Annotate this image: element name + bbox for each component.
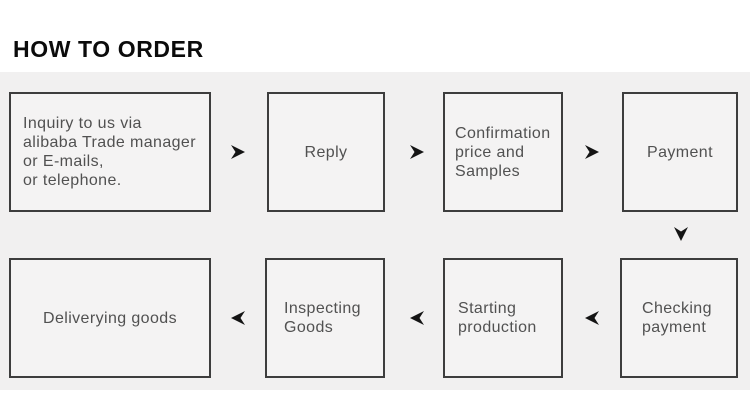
- page-title: HOW TO ORDER: [13, 36, 204, 62]
- step-inquiry-label: Inquiry to us via alibaba Trade manager …: [23, 115, 196, 189]
- step-inspecting-goods-box: Inspecting Goods: [265, 258, 385, 378]
- step-inquiry-box: Inquiry to us via alibaba Trade manager …: [9, 92, 211, 212]
- step-payment-label: Payment: [647, 143, 713, 161]
- step-starting-production-label: Starting production: [458, 300, 537, 336]
- arrow-left-icon: [584, 310, 600, 326]
- step-confirmation-label: Confirmation price and Samples: [455, 124, 551, 180]
- step-starting-production-box: Starting production: [443, 258, 563, 378]
- arrow-right-icon: [584, 144, 600, 160]
- step-delivering-goods-box: Deliverying goods: [9, 258, 211, 378]
- step-checking-payment-box: Checking payment: [620, 258, 738, 378]
- step-confirmation-box: Confirmation price and Samples: [443, 92, 563, 212]
- step-payment-box: Payment: [622, 92, 738, 212]
- arrow-down-icon: [673, 226, 689, 242]
- step-reply-box: Reply: [267, 92, 385, 212]
- step-reply-label: Reply: [304, 143, 348, 161]
- arrow-left-icon: [230, 310, 246, 326]
- step-delivering-goods-label: Deliverying goods: [43, 309, 177, 327]
- arrow-right-icon: [230, 144, 246, 160]
- arrow-left-icon: [409, 310, 425, 326]
- step-checking-payment-label: Checking payment: [642, 300, 712, 336]
- step-inspecting-goods-label: Inspecting Goods: [284, 300, 361, 336]
- arrow-right-icon: [409, 144, 425, 160]
